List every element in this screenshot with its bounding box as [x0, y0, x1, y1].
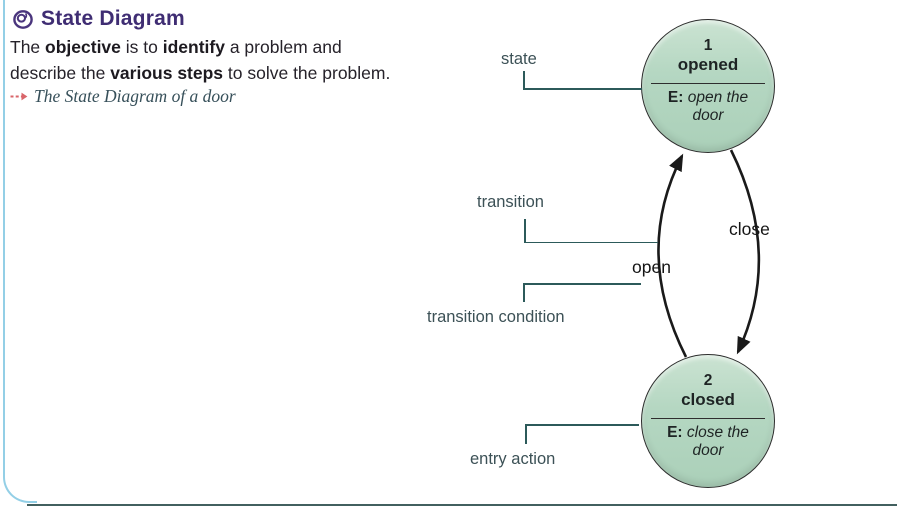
- state-callout-label: state: [501, 50, 537, 68]
- close-transition-label: close: [729, 219, 770, 239]
- transition-condition-callout-line: [523, 283, 525, 302]
- swirl-icon: [12, 8, 34, 30]
- figure-header: State Diagram: [12, 7, 185, 31]
- desc-text: The: [10, 37, 46, 57]
- transition-condition-callout-line: [523, 283, 641, 285]
- transition-callout-line: [524, 241, 658, 244]
- state-node-closed: 2 closed E: close the door: [641, 354, 775, 488]
- entry-action-text: E: close the: [667, 424, 749, 441]
- dashed-arrow-icon: [10, 87, 28, 107]
- figure-title: State Diagram: [41, 7, 185, 30]
- desc-bold: identify: [162, 37, 225, 57]
- state-callout-line: [523, 88, 642, 90]
- entry-action-callout-line: [525, 424, 527, 444]
- state-name: closed: [681, 390, 735, 409]
- entry-action-text: door: [692, 107, 724, 124]
- desc-text: describe the: [10, 63, 111, 83]
- desc-text: a problem and: [224, 37, 342, 57]
- panel-bottom-rule: [27, 504, 897, 506]
- example-text: The State Diagram of a door: [34, 86, 236, 106]
- entry-action-text: door: [692, 442, 724, 459]
- state-number: 2: [703, 372, 713, 389]
- entry-action-callout-label: entry action: [470, 450, 556, 468]
- transition-callout-line: [524, 219, 526, 243]
- state-name: opened: [677, 55, 739, 74]
- state-number: 1: [703, 37, 713, 54]
- desc-text: is to: [120, 37, 163, 57]
- desc-bold: objective: [45, 37, 121, 57]
- state-divider: [651, 83, 765, 84]
- state-callout-line: [523, 71, 525, 89]
- transition-callout-label: transition: [477, 193, 544, 211]
- state-divider: [651, 418, 765, 419]
- entry-action-callout-line: [525, 424, 639, 426]
- desc-bold: various steps: [110, 63, 224, 83]
- figure-description: The objective is to identify a problem a…: [10, 34, 430, 86]
- state-node-opened: 1 opened E: open the door: [641, 19, 775, 153]
- open-transition-label: open: [632, 257, 671, 277]
- desc-text: to solve the problem.: [223, 63, 391, 83]
- figure-example: The State Diagram of a door: [10, 86, 236, 107]
- close-transition-arrow: [729, 149, 761, 355]
- entry-action-text: E: open the: [667, 89, 749, 106]
- transition-condition-callout-label: transition condition: [427, 308, 565, 326]
